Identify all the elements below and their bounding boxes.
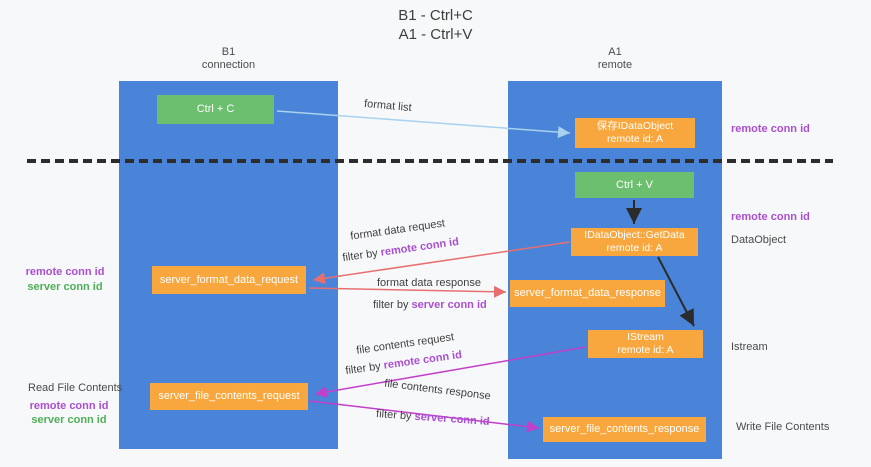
filter-by-text: filter by [373, 299, 409, 311]
server-format-data-response-box: server_format_data_response [510, 280, 665, 307]
istream-box: IStream remote id: A [588, 330, 703, 358]
title-line-2: A1 - Ctrl+V [398, 26, 473, 43]
istream-remote-id: remote id: A [617, 344, 674, 356]
getdata-remote-id: remote id: A [606, 242, 663, 254]
save-idataobject-label: 保存IDataObject [596, 120, 674, 132]
save-idataobject-remote-id: remote id: A [606, 133, 664, 145]
idataobject-getdata-box: IDataObject::GetData remote id: A [571, 228, 698, 256]
remote-conn-id-right-top: remote conn id [731, 123, 810, 135]
format-list-label: format list [363, 97, 413, 115]
getdata-label: IDataObject::GetData [584, 229, 685, 241]
left-column-name: B1 [221, 46, 236, 58]
ctrl-c-label: Ctrl + C [196, 103, 235, 115]
remote-conn-id-right-mid: remote conn id [731, 211, 810, 223]
istream-side-label: Istream [731, 341, 768, 353]
left-column-subtitle: connection [201, 59, 256, 71]
title-line-1: B1 - Ctrl+C [398, 7, 473, 24]
istream-label: IStream [627, 331, 664, 343]
dataobject-side-label: DataObject [731, 234, 787, 246]
left-column-header: B1 connection [119, 46, 338, 72]
server-conn-id-left-file: server conn id [31, 414, 107, 426]
remote-conn-id-text: remote conn id [379, 235, 460, 259]
filter-by-server-conn-id-file: filter by server conn id [376, 408, 490, 428]
remote-conn-id-left-format: remote conn id [25, 266, 105, 278]
ctrl-v-box: Ctrl + V [575, 172, 694, 198]
server-file-contents-request-box: server_file_contents_request [150, 383, 308, 410]
server-conn-id-left-format: server conn id [27, 281, 103, 293]
server-format-data-response-label: server_format_data_response [514, 287, 661, 299]
save-idataobject-box: 保存IDataObject remote id: A [575, 118, 695, 148]
server-format-data-request-box: server_format_data_request [152, 266, 306, 294]
remote-conn-id-left-file: remote conn id [29, 400, 109, 412]
write-file-contents-label: Write File Contents [736, 421, 830, 433]
right-column-subtitle: remote [597, 59, 633, 71]
diagram-title: B1 - Ctrl+C A1 - Ctrl+V [0, 6, 871, 44]
ctrl-v-label: Ctrl + V [616, 178, 653, 191]
read-file-contents-label: Read File Contents [28, 382, 123, 394]
format-data-response-label: format data response [377, 277, 481, 289]
server-file-contents-response-box: server_file_contents_response [543, 417, 706, 442]
filter-by-text: filter by [344, 360, 382, 378]
server-format-data-request-label: server_format_data_request [159, 273, 299, 286]
ctrl-c-box: Ctrl + C [157, 95, 274, 124]
filter-by-server-conn-id-format: filter by server conn id [373, 299, 487, 311]
server-file-contents-request-label: server_file_contents_request [158, 390, 300, 402]
filter-by-text: filter by [341, 247, 379, 265]
filter-by-text: filter by [375, 408, 412, 423]
server-conn-id-text: server conn id [411, 299, 487, 311]
remote-conn-id-text: remote conn id [382, 348, 463, 372]
right-column-header: A1 remote [508, 46, 722, 72]
file-contents-response-label: file contents response [383, 377, 492, 403]
server-file-contents-response-label: server_file_contents_response [549, 423, 700, 435]
dashed-separator-line [27, 159, 833, 163]
server-conn-id-text: server conn id [414, 410, 491, 428]
right-column-name: A1 [608, 46, 622, 58]
